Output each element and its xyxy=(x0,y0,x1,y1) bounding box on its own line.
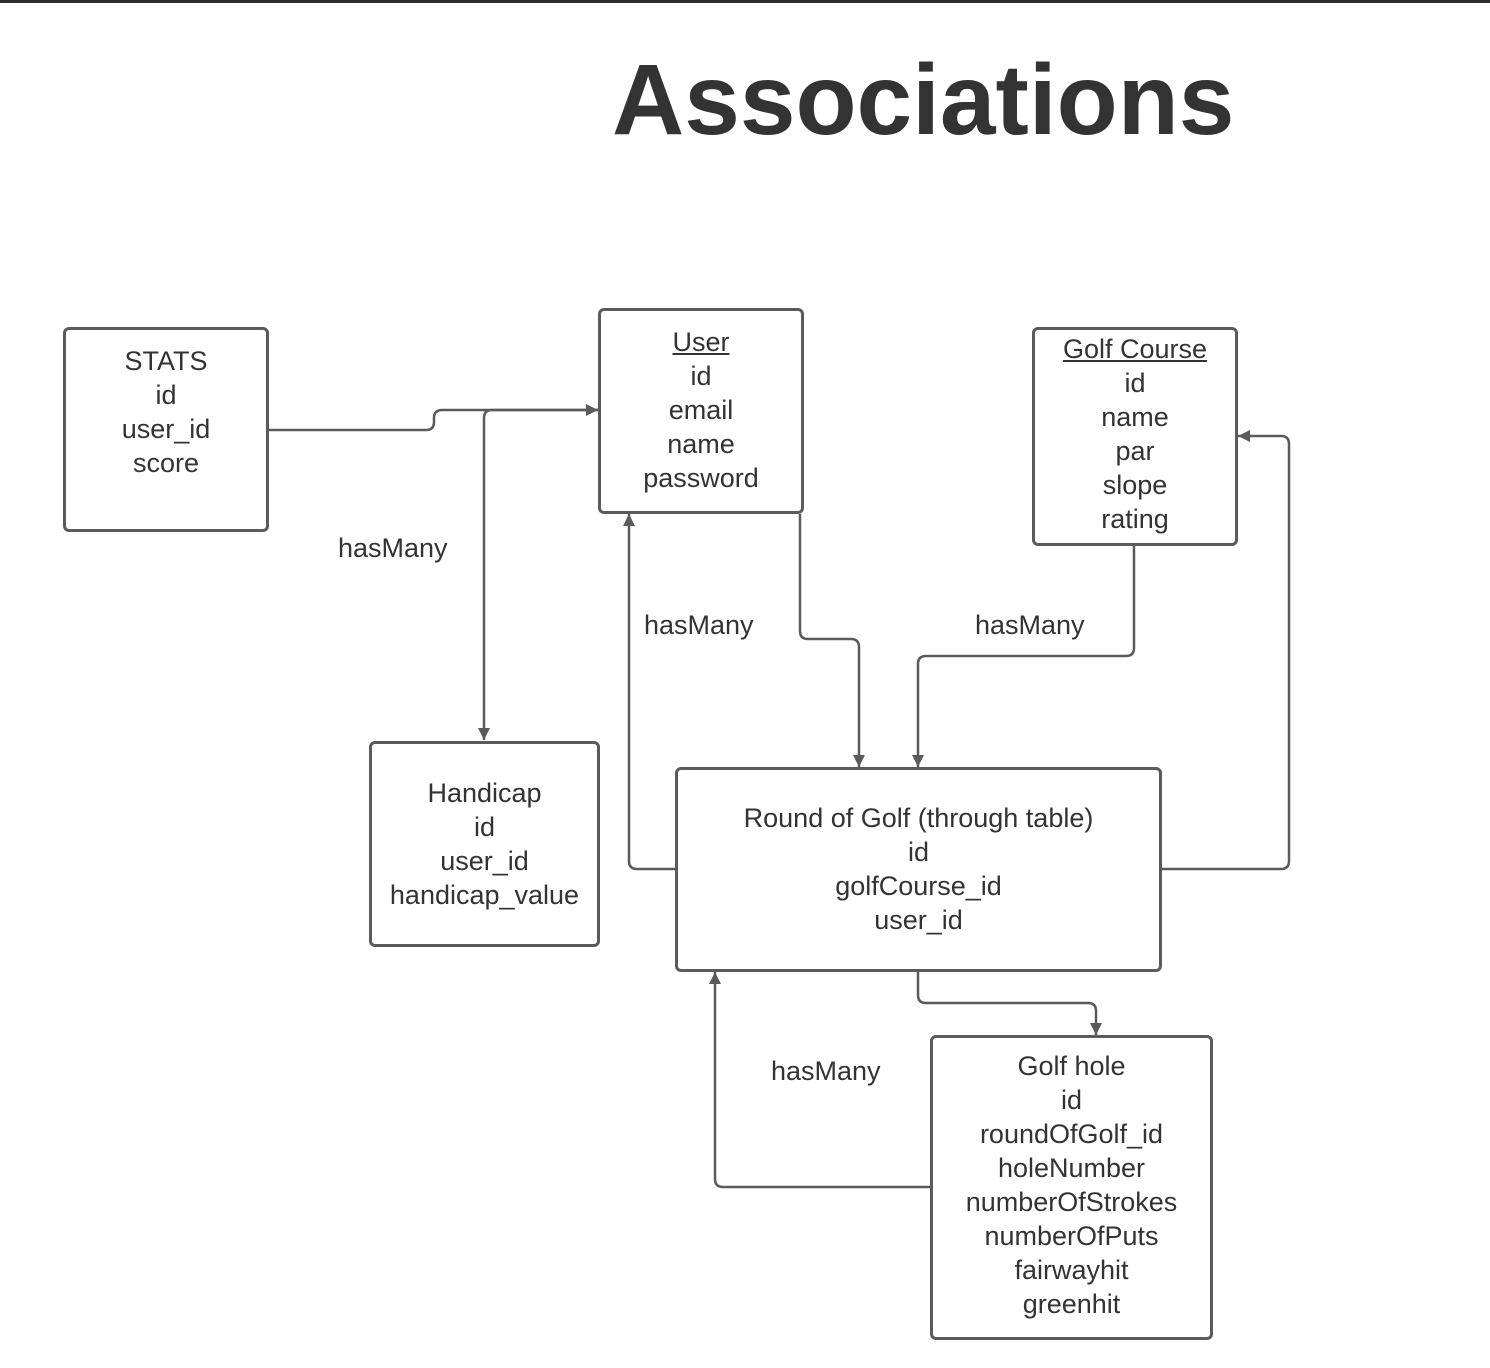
entity-user[interactable]: User id email name password xyxy=(598,308,804,514)
connector-course-to-round xyxy=(912,545,1136,767)
entity-field: id xyxy=(1060,1085,1082,1115)
entity-field: greenhit xyxy=(1022,1289,1121,1319)
label-user-handicap: hasMany xyxy=(338,533,448,563)
entity-field: par xyxy=(1115,436,1155,466)
connector-round-to-user xyxy=(623,514,676,871)
connector-user-to-round xyxy=(798,514,865,767)
connector-round-to-course xyxy=(1161,430,1291,871)
entity-name: User xyxy=(672,327,730,357)
connector-round-to-hole xyxy=(916,971,1102,1035)
entity-field: rating xyxy=(1101,504,1169,534)
entity-field: slope xyxy=(1102,470,1168,500)
entity-name: Golf hole xyxy=(1017,1051,1126,1081)
label-round-hole: hasMany xyxy=(771,1056,881,1086)
entity-field: id xyxy=(473,812,495,842)
label-course-round: hasMany xyxy=(975,610,1085,640)
entity-handicap[interactable]: Handicap id user_id handicap_value xyxy=(369,741,600,947)
entity-field: numberOfStrokes xyxy=(965,1187,1178,1217)
entity-field: email xyxy=(668,395,734,425)
entity-field: roundOfGolf_id xyxy=(979,1119,1164,1149)
entity-field: holeNumber xyxy=(997,1153,1146,1183)
connector-user-to-handicap xyxy=(478,408,598,740)
label-user-round: hasMany xyxy=(644,610,754,640)
entity-field: fairwayhit xyxy=(1014,1255,1129,1285)
entity-field: numberOfPuts xyxy=(984,1221,1159,1251)
entity-field: name xyxy=(1101,402,1169,432)
entity-field: golfCourse_id xyxy=(835,871,1002,901)
entity-field: id xyxy=(1124,368,1146,398)
entity-field: password xyxy=(643,463,759,493)
entity-name: Handicap xyxy=(427,778,542,808)
entity-field: name xyxy=(667,429,735,459)
entity-name: Golf Course xyxy=(1062,334,1208,364)
entity-field: id xyxy=(155,380,177,410)
diagram-title: Associations xyxy=(612,44,1235,156)
entity-field: user_id xyxy=(874,905,963,935)
connector-stats-to-user xyxy=(268,404,598,432)
entity-stats[interactable]: STATS id user_id score xyxy=(63,327,269,532)
entity-field: id xyxy=(690,361,712,391)
entity-field: id xyxy=(907,837,929,867)
entity-field: score xyxy=(132,448,200,478)
top-border xyxy=(0,0,1490,3)
entity-round-of-golf[interactable]: Round of Golf (through table) id golfCou… xyxy=(675,767,1162,972)
entity-name: STATS xyxy=(124,346,208,376)
entity-field: handicap_value xyxy=(389,880,580,910)
entity-name: Round of Golf (through table) xyxy=(743,803,1094,833)
entity-field: user_id xyxy=(121,414,211,444)
entity-golf-course[interactable]: Golf Course id name par slope rating xyxy=(1032,327,1238,546)
connector-hole-to-round xyxy=(709,972,931,1189)
entity-golf-hole[interactable]: Golf hole id roundOfGolf_id holeNumber n… xyxy=(930,1035,1213,1340)
entity-field: user_id xyxy=(440,846,529,876)
